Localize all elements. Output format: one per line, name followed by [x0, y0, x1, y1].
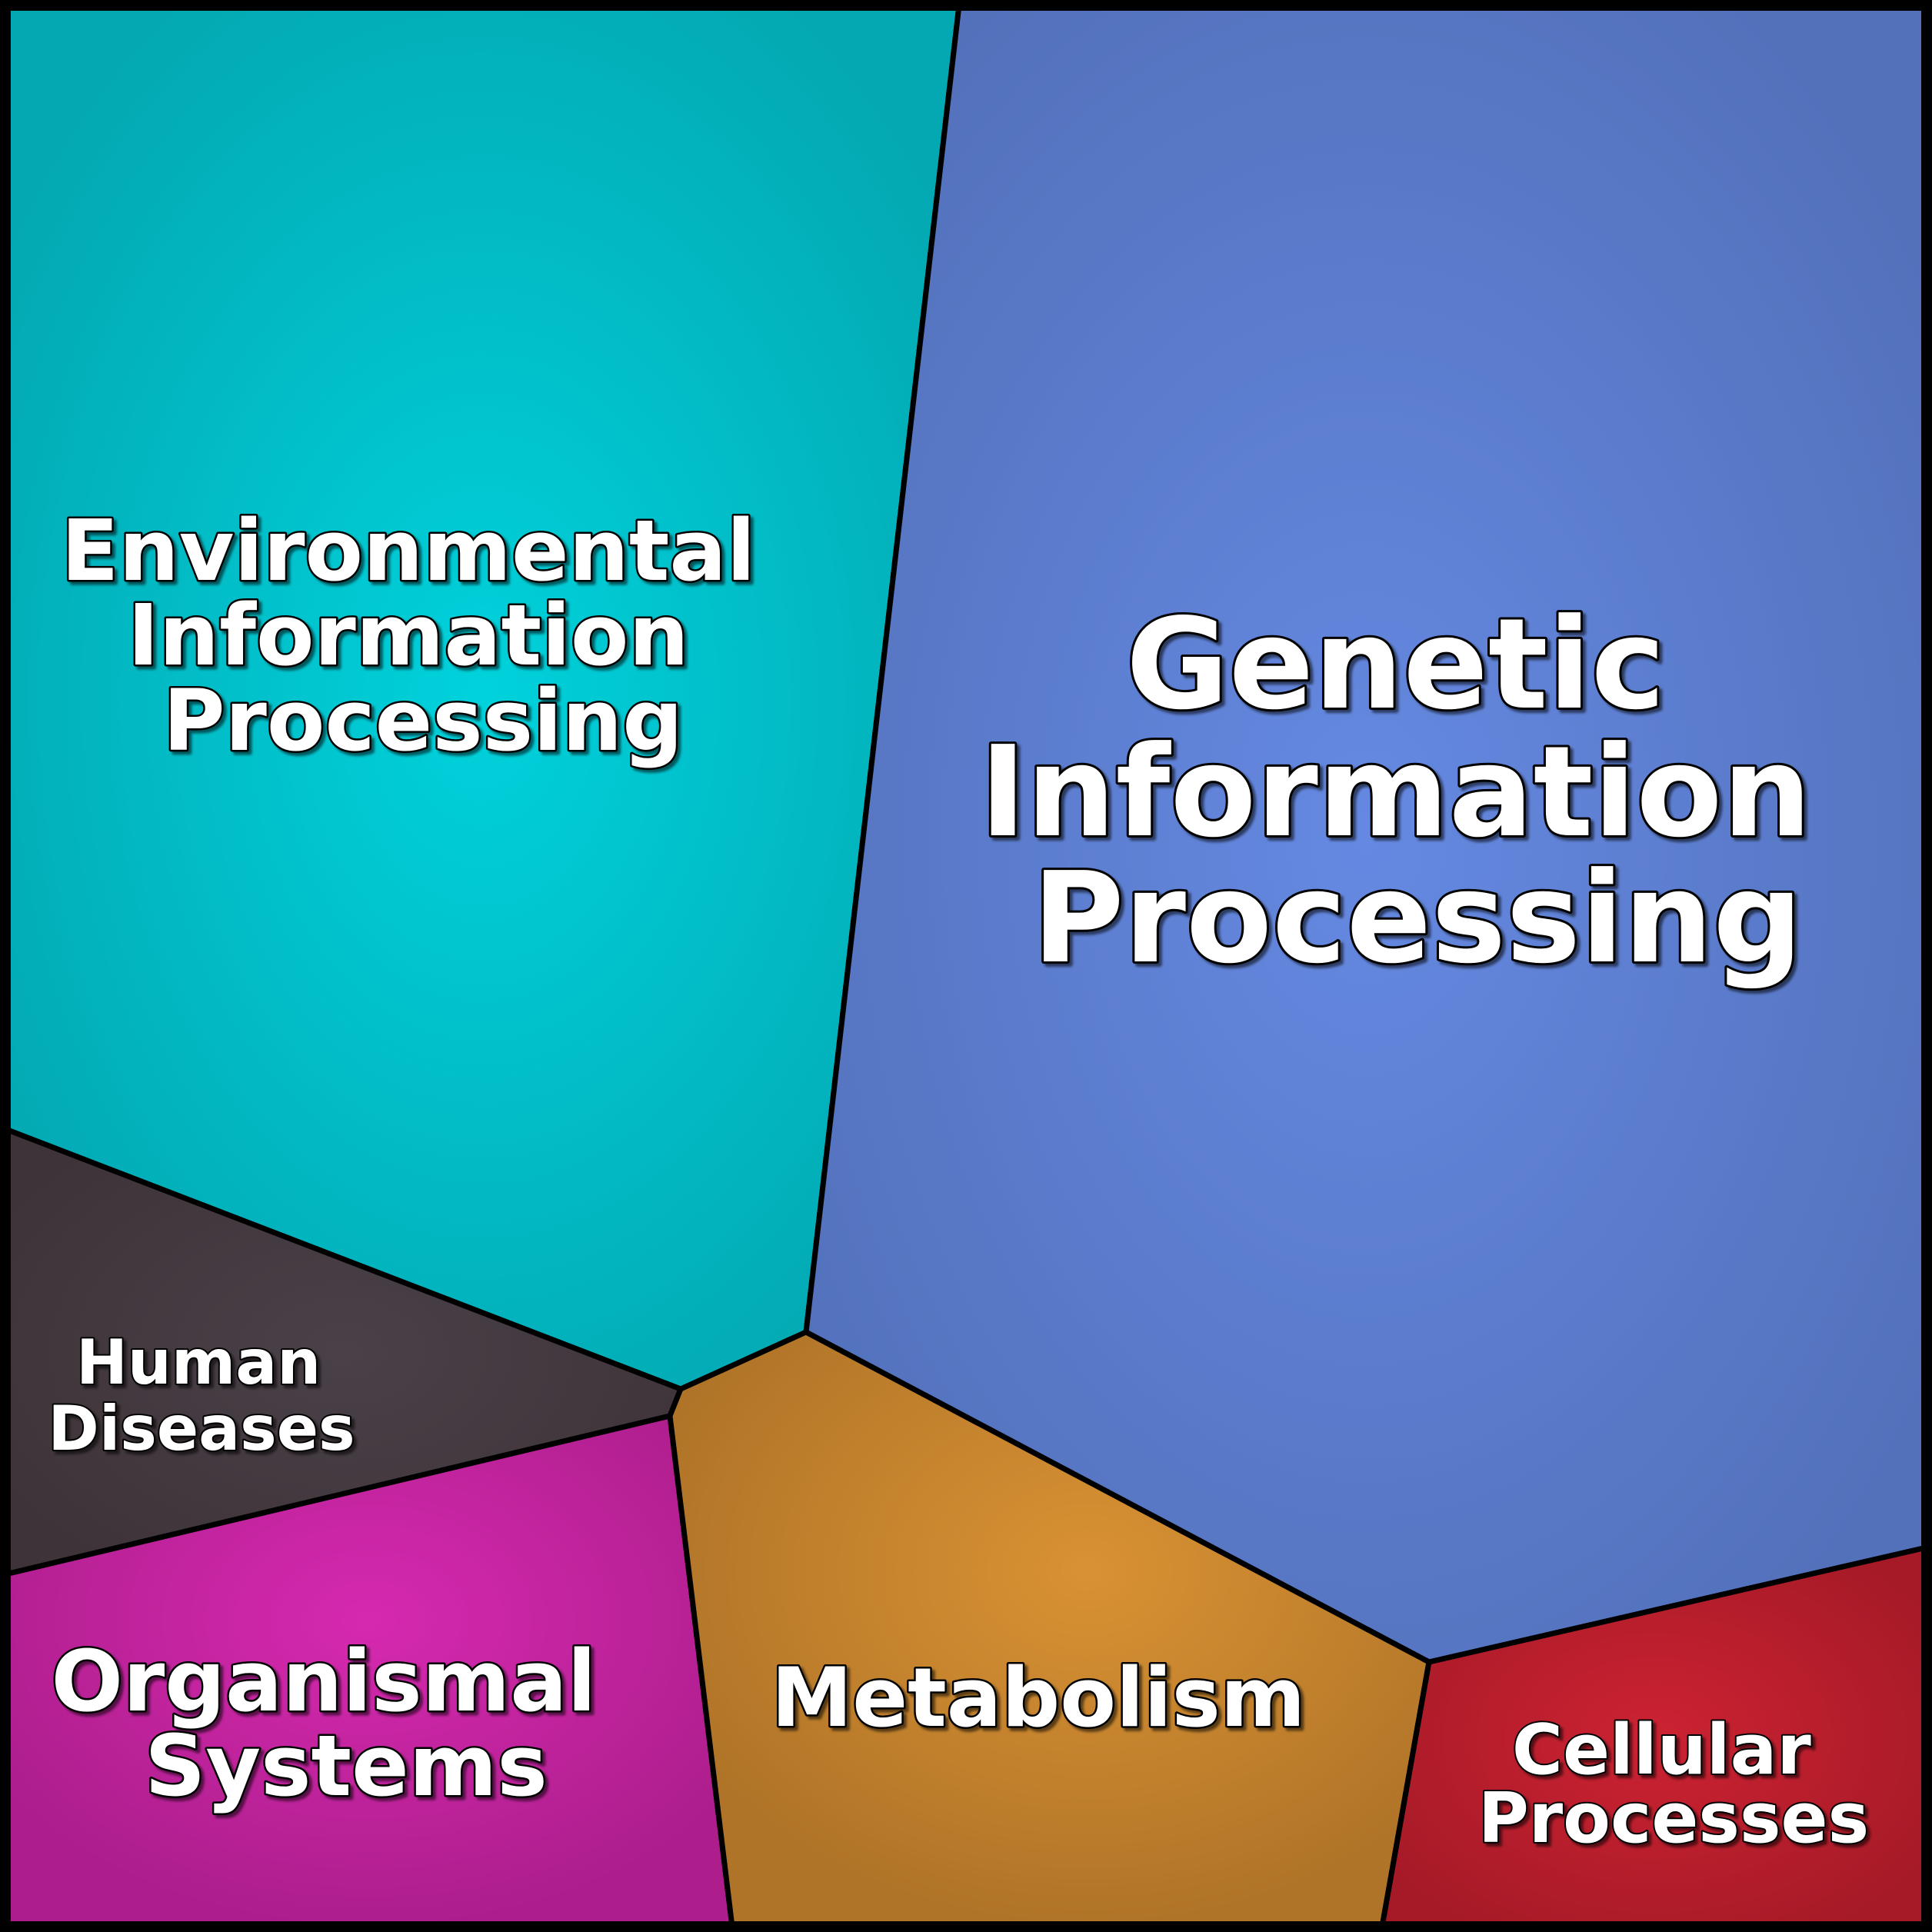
label-genetic: Genetic Information Processing: [980, 592, 1855, 991]
label-metabolism: Metabolism: [771, 1651, 1306, 1745]
label-genetic-line-3: Processing: [1032, 846, 1803, 991]
label-environmental-line-2: Information: [128, 586, 689, 685]
label-human-diseases-line-1: Human: [76, 1327, 321, 1398]
label-metabolism-line-1: Metabolism: [771, 1651, 1306, 1745]
label-environmental: Environmental Information Processing: [61, 501, 784, 770]
label-genetic-line-1: Genetic: [1126, 592, 1665, 738]
label-human-diseases: Human Diseases: [48, 1327, 355, 1464]
label-environmental-line-1: Environmental: [61, 501, 755, 600]
label-cellular: Cellular Processes: [1478, 1710, 1869, 1859]
label-organismal-line-1: Organismal: [51, 1632, 596, 1730]
label-organismal: Organismal Systems: [51, 1632, 625, 1815]
label-genetic-line-2: Information: [980, 720, 1812, 865]
label-cellular-line-2: Processes: [1478, 1778, 1869, 1859]
label-human-diseases-line-2: Diseases: [48, 1393, 355, 1464]
label-environmental-line-3: Processing: [163, 671, 683, 770]
label-organismal-line-2: Systems: [145, 1717, 548, 1815]
label-cellular-line-1: Cellular: [1512, 1710, 1811, 1790]
